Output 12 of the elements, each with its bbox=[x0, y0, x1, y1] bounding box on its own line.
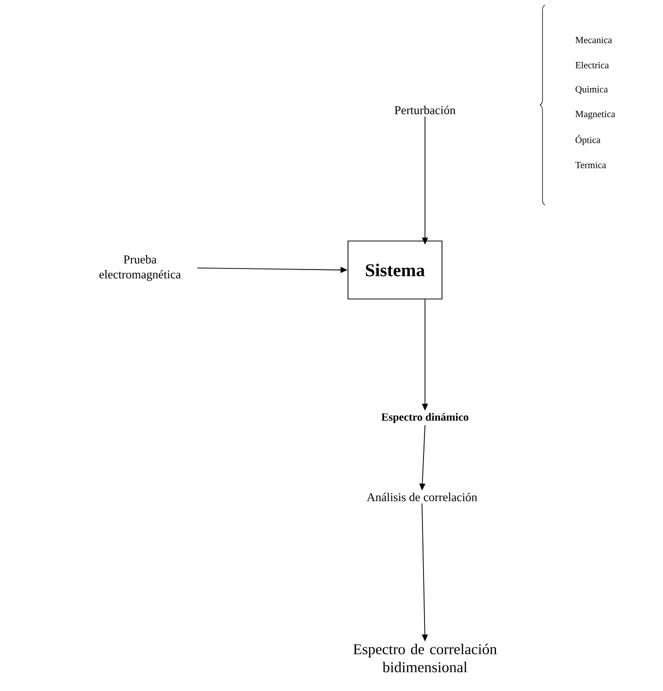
list-item: Quimica bbox=[576, 86, 608, 94]
step-text: Espectro dinámico bbox=[381, 413, 468, 423]
result-text: Espectro de correlación bidimensional bbox=[353, 644, 497, 672]
list-item: Electrica bbox=[575, 62, 609, 68]
list-item: Termica bbox=[575, 162, 606, 168]
system-box: Sistema bbox=[348, 240, 442, 300]
list-item: Óptica bbox=[576, 134, 600, 146]
list-item: Mecanica bbox=[575, 36, 612, 44]
perturbation-text: Perturbación bbox=[394, 106, 456, 114]
step-text: Análisis de correlación bbox=[366, 492, 478, 502]
list-item: Magnetica bbox=[575, 110, 616, 120]
probe-text: Prueba electromagnética bbox=[100, 255, 181, 281]
